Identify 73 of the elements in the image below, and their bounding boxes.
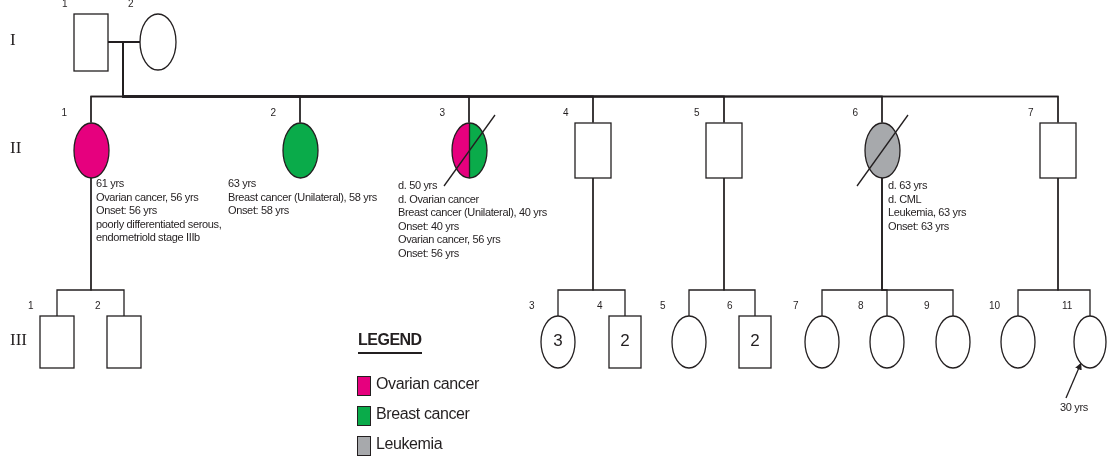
clinical-note: Breast cancer (Unilateral), 58 yrs [228, 190, 377, 205]
individual-number: 6 [852, 106, 859, 119]
descent-line [1057, 176, 1091, 317]
clinical-note: 61 yrs [96, 177, 124, 191]
clinical-note: poorly differentiated serous, [96, 217, 222, 232]
clinical-note: Onset: 56 yrs [398, 247, 459, 261]
individual-number: 5 [694, 106, 700, 119]
individual-number: 8 [858, 300, 864, 312]
clinical-note: d. 50 yrs [398, 179, 438, 193]
male-symbol [39, 315, 75, 369]
individual-number: 3 [439, 106, 446, 119]
male-symbol [705, 121, 743, 179]
clinical-note: d. 63 yrs [888, 179, 928, 193]
clinical-note: 30 yrs [1060, 401, 1088, 415]
clinical-note: endometriold stage IIIb [96, 231, 200, 245]
individual-number: 10 [989, 300, 1001, 312]
individual-number: 1 [61, 106, 68, 119]
male-symbol [574, 121, 612, 179]
clinical-note: Ovarian cancer, 56 yrs [398, 233, 501, 247]
female-symbol [804, 315, 840, 369]
female-symbol [139, 13, 177, 71]
affected-female-symbol [72, 121, 110, 179]
descent-line [592, 176, 626, 317]
sibling-count: 3 [552, 331, 564, 351]
individual-number: 4 [563, 106, 569, 119]
clinical-note: Onset: 63 yrs [888, 219, 949, 234]
proband-arrow [1065, 362, 1082, 399]
sibling-count: 2 [619, 331, 631, 351]
individual-number: 4 [597, 300, 603, 312]
individual-number: 2 [95, 300, 101, 312]
clinical-note: Breast cancer (Unilateral), 40 yrs [398, 206, 547, 220]
generation-label: II [10, 138, 22, 158]
individual-number: 1 [62, 0, 68, 10]
clinical-note: Onset: 40 yrs [398, 219, 459, 234]
clinical-note: Onset: 58 yrs [228, 204, 289, 218]
clinical-note: d. CML [888, 192, 922, 207]
legend-heading: LEGEND [358, 331, 422, 354]
male-symbol [106, 315, 142, 369]
individual-number: 2 [270, 106, 277, 119]
clinical-note: Onset: 56 yrs [96, 204, 157, 218]
male-symbol [1039, 121, 1077, 179]
clinical-note: Ovarian cancer, 56 yrs [96, 190, 199, 205]
female-symbol [1073, 315, 1107, 369]
female-symbol [671, 315, 707, 369]
descent-line [90, 176, 125, 317]
sibling-count: 2 [749, 331, 761, 351]
descent-line [881, 176, 954, 317]
individual-number: 5 [660, 300, 666, 312]
legend-text: Breast cancer [376, 405, 470, 423]
female-symbol [869, 315, 905, 369]
clinical-note: Leukemia, 63 yrs [888, 206, 967, 220]
clinical-note: d. Ovarian cancer [398, 192, 479, 207]
individual-number: 7 [793, 300, 799, 312]
individual-number: 7 [1028, 106, 1034, 119]
individual-number: 11 [1062, 300, 1073, 312]
female-symbol [1000, 315, 1036, 369]
individual-number: 1 [28, 300, 34, 312]
generation-label: III [10, 330, 27, 350]
legend-text: Ovarian cancer [376, 375, 479, 393]
affected-female-symbol [281, 121, 319, 179]
female-symbol [540, 315, 576, 369]
descent-line [723, 176, 756, 317]
individual-number: 6 [727, 300, 733, 312]
male-symbol [608, 315, 642, 369]
individual-number: 2 [128, 0, 134, 10]
clinical-note: 63 yrs [228, 177, 256, 191]
legend-text: Leukemia [376, 435, 443, 453]
individual-number: 9 [924, 300, 930, 312]
generation-label: I [10, 30, 16, 50]
male-symbol [738, 315, 772, 369]
male-symbol [73, 12, 109, 72]
individual-number: 3 [529, 300, 535, 312]
female-symbol [935, 315, 971, 369]
